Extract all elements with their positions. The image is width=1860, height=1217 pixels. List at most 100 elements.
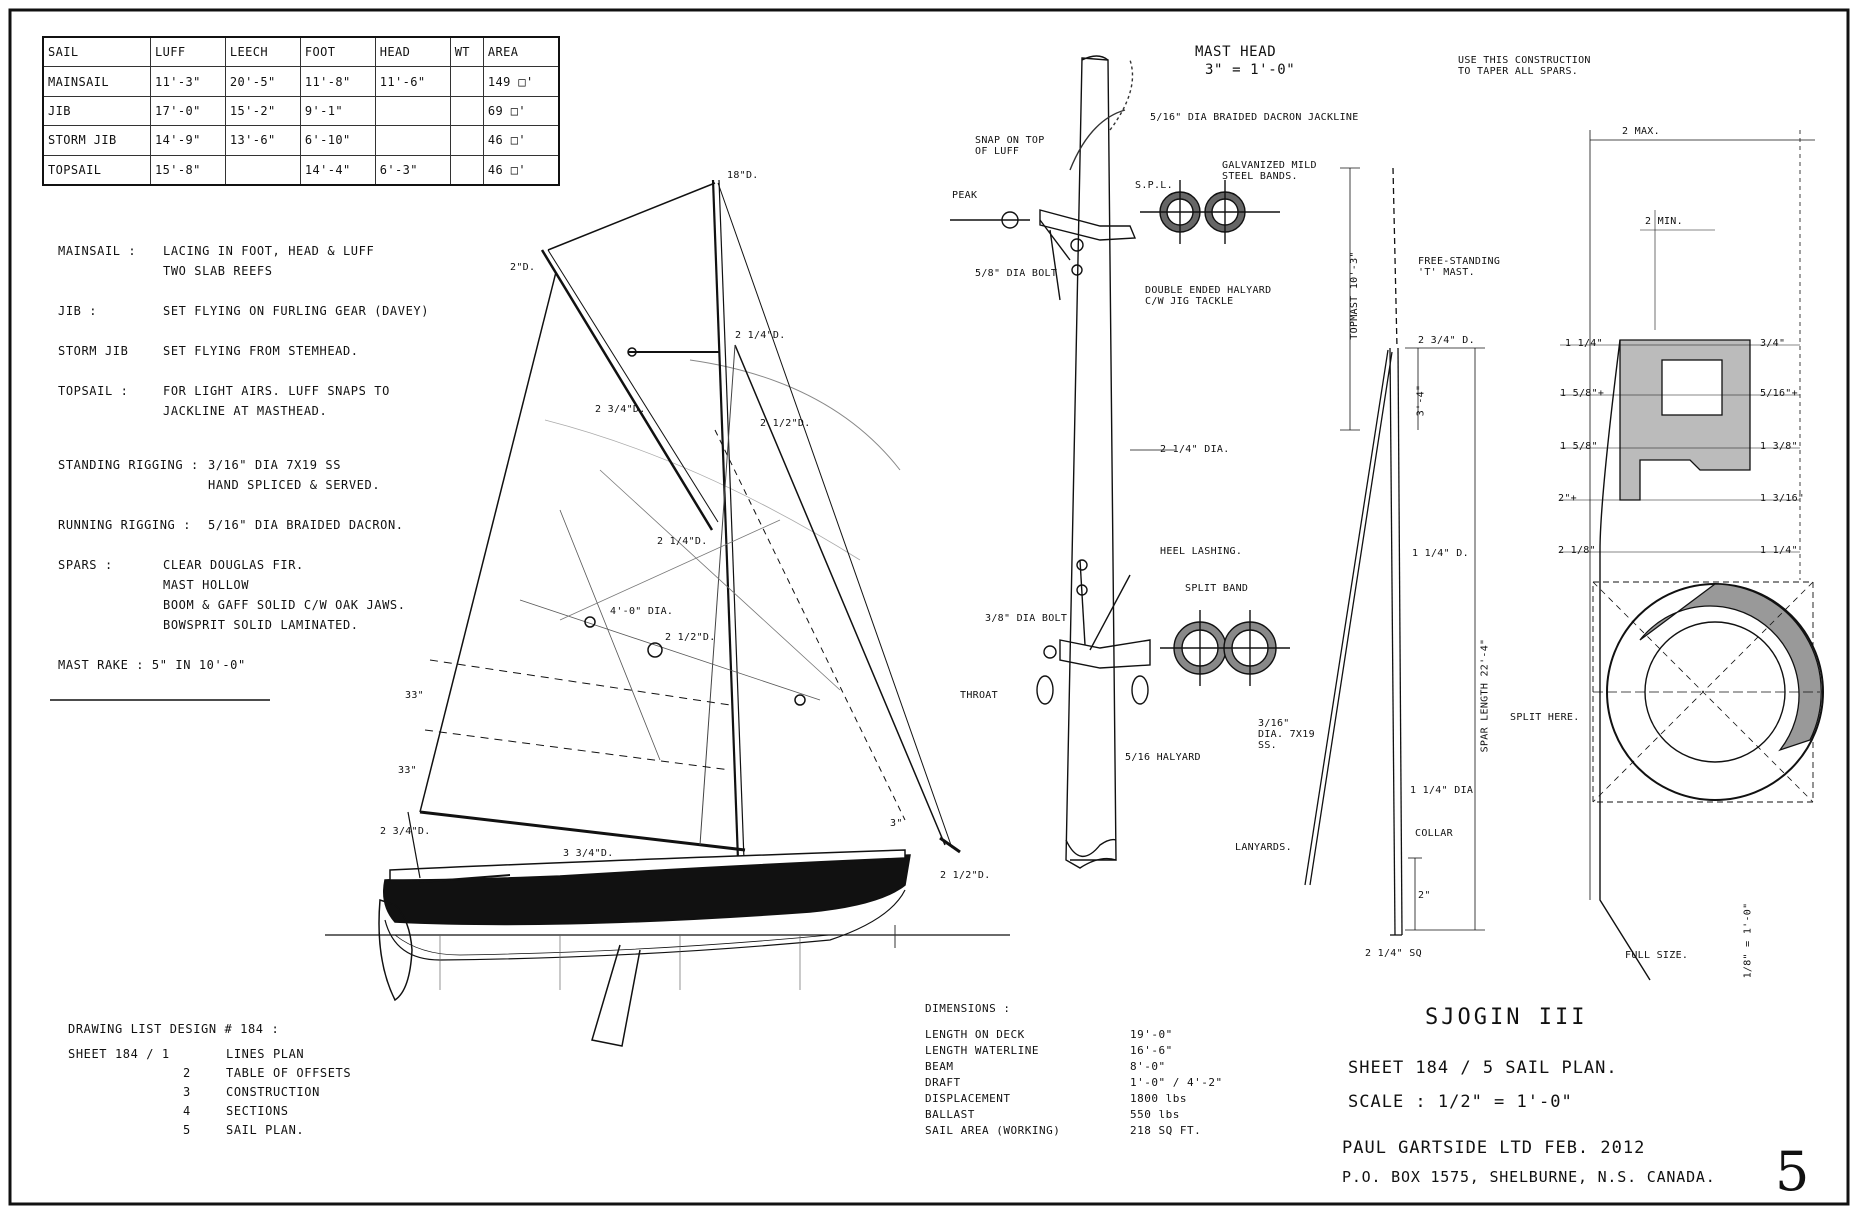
dim-label: 2 1/4"D. [657, 536, 708, 547]
note-line: SET FLYING ON FURLING GEAR (DAVEY) [163, 304, 430, 318]
dim-label: 4'-0" DIA. [610, 606, 674, 617]
table-cell: 46 □' [482, 154, 560, 186]
sail-plan-drawing [325, 179, 1010, 1047]
dim-value: 218 SQ FT. [1130, 1124, 1202, 1137]
dim-label: 33" [398, 765, 417, 776]
section-dim-right: 1 3/8" [1760, 441, 1798, 452]
masthead-label: S.P.L. [1135, 180, 1173, 191]
table-cell: 11'-3" [150, 66, 226, 97]
table-cell: 6'-3" [374, 154, 451, 186]
table-cell: 14'-9" [150, 125, 226, 156]
note-line: BOWSPRIT SOLID LAMINATED. [163, 618, 359, 632]
section-dim-left: 1 5/8"+ [1560, 388, 1605, 399]
topmast-label: TOPMAST 10'-3" [1348, 251, 1360, 340]
boat-name: SJOGIN III [1425, 1005, 1588, 1030]
dim-label: 18"D. [727, 170, 759, 181]
mast-rake-note: MAST RAKE : 5" IN 10'-0" [58, 658, 246, 672]
note-line: HAND SPLICED & SERVED. [208, 478, 381, 492]
sheet-number: 5 [1775, 1140, 1810, 1203]
section-dim-right: 1 1/4" [1760, 545, 1798, 556]
drawing-list-no: 3 [183, 1085, 191, 1099]
table-cell [449, 66, 484, 97]
dim-value: 1800 lbs [1130, 1092, 1187, 1105]
dim-label: 33" [405, 690, 424, 701]
drawing-list-no: 5 [183, 1123, 191, 1137]
masthead-label: PEAK [952, 190, 978, 201]
masthead-label: 5/16" DIA BRAIDED DACRON JACKLINE [1150, 112, 1359, 123]
note-line: TWO SLAB REEFS [163, 264, 273, 278]
table-cell: 15'-8" [150, 154, 226, 186]
dim-value: 19'-0" [1130, 1028, 1173, 1041]
drawing-list-name: SAIL PLAN. [226, 1123, 305, 1137]
drawing-list-name: SECTIONS [226, 1104, 289, 1118]
note-line: JACKLINE AT MASTHEAD. [163, 404, 328, 418]
section-label: 2 MAX. [1622, 126, 1660, 137]
note-line: SET FLYING FROM STEMHEAD. [163, 344, 359, 358]
note-line: LACING IN FOOT, HEAD & LUFF [163, 244, 375, 258]
drawing-list-no: 2 [183, 1066, 191, 1080]
table-row: DISPLACEMENT 1800 lbs [925, 1092, 1223, 1108]
topmast-label: 2 1/4" SQ [1365, 948, 1422, 959]
note-key: STORM JIB [58, 344, 129, 358]
masthead-label: DOUBLE ENDED HALYARD C/W JIG TACKLE [1145, 285, 1272, 307]
masthead-label: HEEL LASHING. [1160, 546, 1243, 557]
table-header: FOOT [299, 36, 376, 68]
table-cell: 6'-10" [299, 125, 376, 156]
topmast-label: 1 1/4" DIA [1410, 785, 1474, 796]
topmast-label: COLLAR [1415, 828, 1453, 839]
scale-label: SCALE : 1/2" = 1'-0" [1348, 1092, 1573, 1112]
table-cell: MAINSAIL [42, 66, 151, 97]
note-key: MAINSAIL : [58, 244, 137, 258]
table-row: JIB 17'-0" 15'-2" 9'-1" 69 □' [42, 95, 560, 127]
table-header: LUFF [150, 36, 226, 68]
table-row: MAINSAIL 11'-3" 20'-5" 11'-8" 11'-6" 149… [42, 66, 560, 97]
dim-key: SAIL AREA (WORKING) [925, 1124, 1061, 1137]
firm-name: PAUL GARTSIDE LTD FEB. 2012 [1342, 1138, 1646, 1158]
sheet-title: SHEET 184 / 5 SAIL PLAN. [1348, 1058, 1618, 1078]
list-item: 2 TABLE OF OFFSETS [68, 1066, 351, 1085]
note-line: 3/16" DIA 7X19 SS [208, 458, 342, 472]
topmast-label: FREE-STANDING 'T' MAST. [1418, 256, 1501, 278]
table-cell [374, 125, 451, 156]
list-item: 4 SECTIONS [68, 1104, 351, 1123]
drawing-list-name: TABLE OF OFFSETS [226, 1066, 352, 1080]
drawing-list-sheet: SHEET 184 / 1 [68, 1047, 170, 1061]
section-dim-left: 1 1/4" [1565, 338, 1603, 349]
table-cell: 13'-6" [224, 125, 301, 156]
rigging-notes: MAINSAIL : LACING IN FOOT, HEAD & LUFF TW… [58, 244, 458, 672]
dim-label: 3 3/4"D. [563, 848, 614, 859]
dim-label: 2 1/2"D. [940, 870, 991, 881]
sail-table: SAIL LUFF LEECH FOOT HEAD WT AREA MAINSA… [42, 36, 560, 186]
note-line: MAST HOLLOW [163, 578, 250, 592]
topmast-label: 2" [1418, 890, 1431, 901]
table-cell: 46 □' [482, 125, 560, 156]
table-cell: 14'-4" [299, 154, 376, 186]
table-header: HEAD [374, 36, 451, 68]
dim-value: 1'-0" / 4'-2" [1130, 1076, 1223, 1089]
section-label: FULL SIZE. [1625, 950, 1689, 961]
masthead-scale: 3" = 1'-0" [1205, 62, 1296, 78]
table-cell: JIB [42, 95, 151, 127]
drawing-list-name: LINES PLAN [226, 1047, 305, 1061]
masthead-label: 2 1/4" DIA. [1160, 444, 1230, 455]
topmast-label: SPAR LENGTH 22'-4" [1479, 638, 1491, 753]
note-key: JIB : [58, 304, 98, 318]
masthead-label: 3/8" DIA BOLT [985, 613, 1068, 624]
dim-key: DISPLACEMENT [925, 1092, 1011, 1105]
sheet-border [8, 8, 1850, 1206]
section-label: 1/8" = 1'-0" [1742, 902, 1754, 979]
drawing-list-title: DRAWING LIST DESIGN # 184 : [68, 1022, 280, 1036]
dim-label: 2 1/2"D. [665, 632, 716, 643]
table-cell: 9'-1" [299, 95, 376, 127]
dim-value: 16'-6" [1130, 1044, 1173, 1057]
table-row: TOPSAIL 15'-8" 14'-4" 6'-3" 46 □' [42, 154, 560, 186]
note-jib: JIB : SET FLYING ON FURLING GEAR (DAVEY) [58, 304, 458, 324]
note-storm-jib: STORM JIB SET FLYING FROM STEMHEAD. [58, 344, 458, 364]
note-line: FOR LIGHT AIRS. LUFF SNAPS TO [163, 384, 390, 398]
